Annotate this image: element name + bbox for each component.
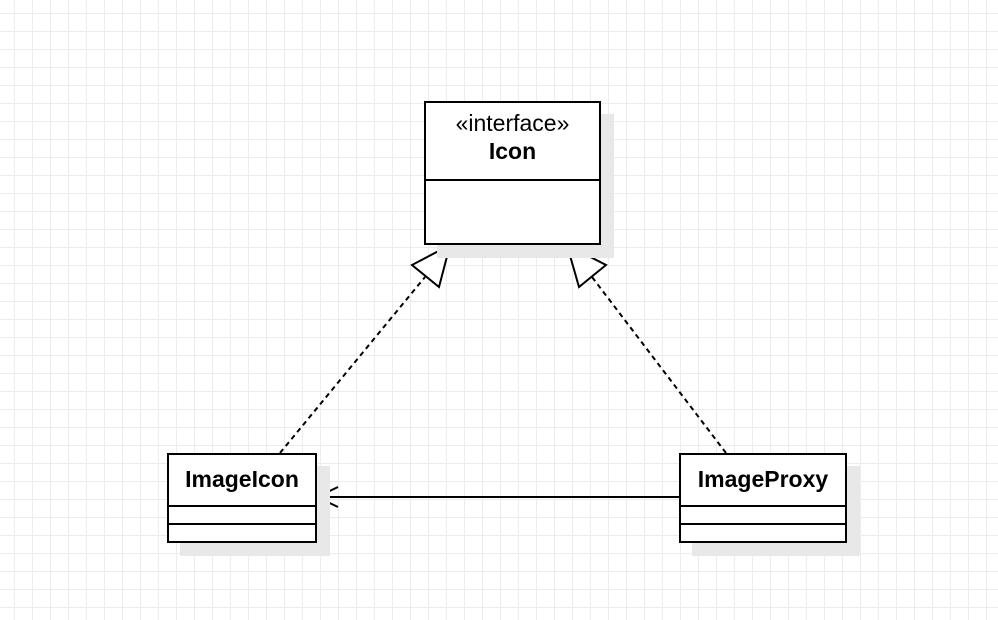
open-arrowhead-icon: [314, 486, 339, 508]
class-imageicon-name: ImageIcon: [185, 466, 299, 492]
class-imageproxy-name: ImageProxy: [697, 466, 829, 492]
class-icon-header: «interface» Icon: [426, 103, 599, 181]
class-imageicon-methods: [169, 525, 315, 541]
class-icon-name: Icon: [488, 138, 537, 164]
dashed-edge-line: [591, 276, 727, 454]
class-imageproxy-methods: [681, 525, 845, 541]
class-imageicon-header: ImageIcon: [169, 455, 315, 507]
dashed-edge-line: [279, 276, 426, 454]
class-imageproxy-header: ImageProxy: [681, 455, 845, 507]
class-imageproxy-attributes: [681, 507, 845, 525]
class-imageproxy[interactable]: ImageProxy: [679, 453, 847, 543]
class-icon[interactable]: «interface» Icon: [424, 101, 601, 245]
class-icon-stereotype: «interface»: [455, 110, 570, 136]
class-imageicon[interactable]: ImageIcon: [167, 453, 317, 543]
hollow-triangle-arrowhead-icon: [410, 243, 452, 289]
class-icon-attributes: [426, 181, 599, 243]
class-imageicon-attributes: [169, 507, 315, 525]
realization-imageproxy-to-icon: [565, 243, 727, 454]
hollow-triangle-arrowhead-icon: [565, 243, 608, 289]
association-imageproxy-to-imageicon: [314, 486, 680, 508]
realization-imageicon-to-icon: [279, 243, 452, 454]
